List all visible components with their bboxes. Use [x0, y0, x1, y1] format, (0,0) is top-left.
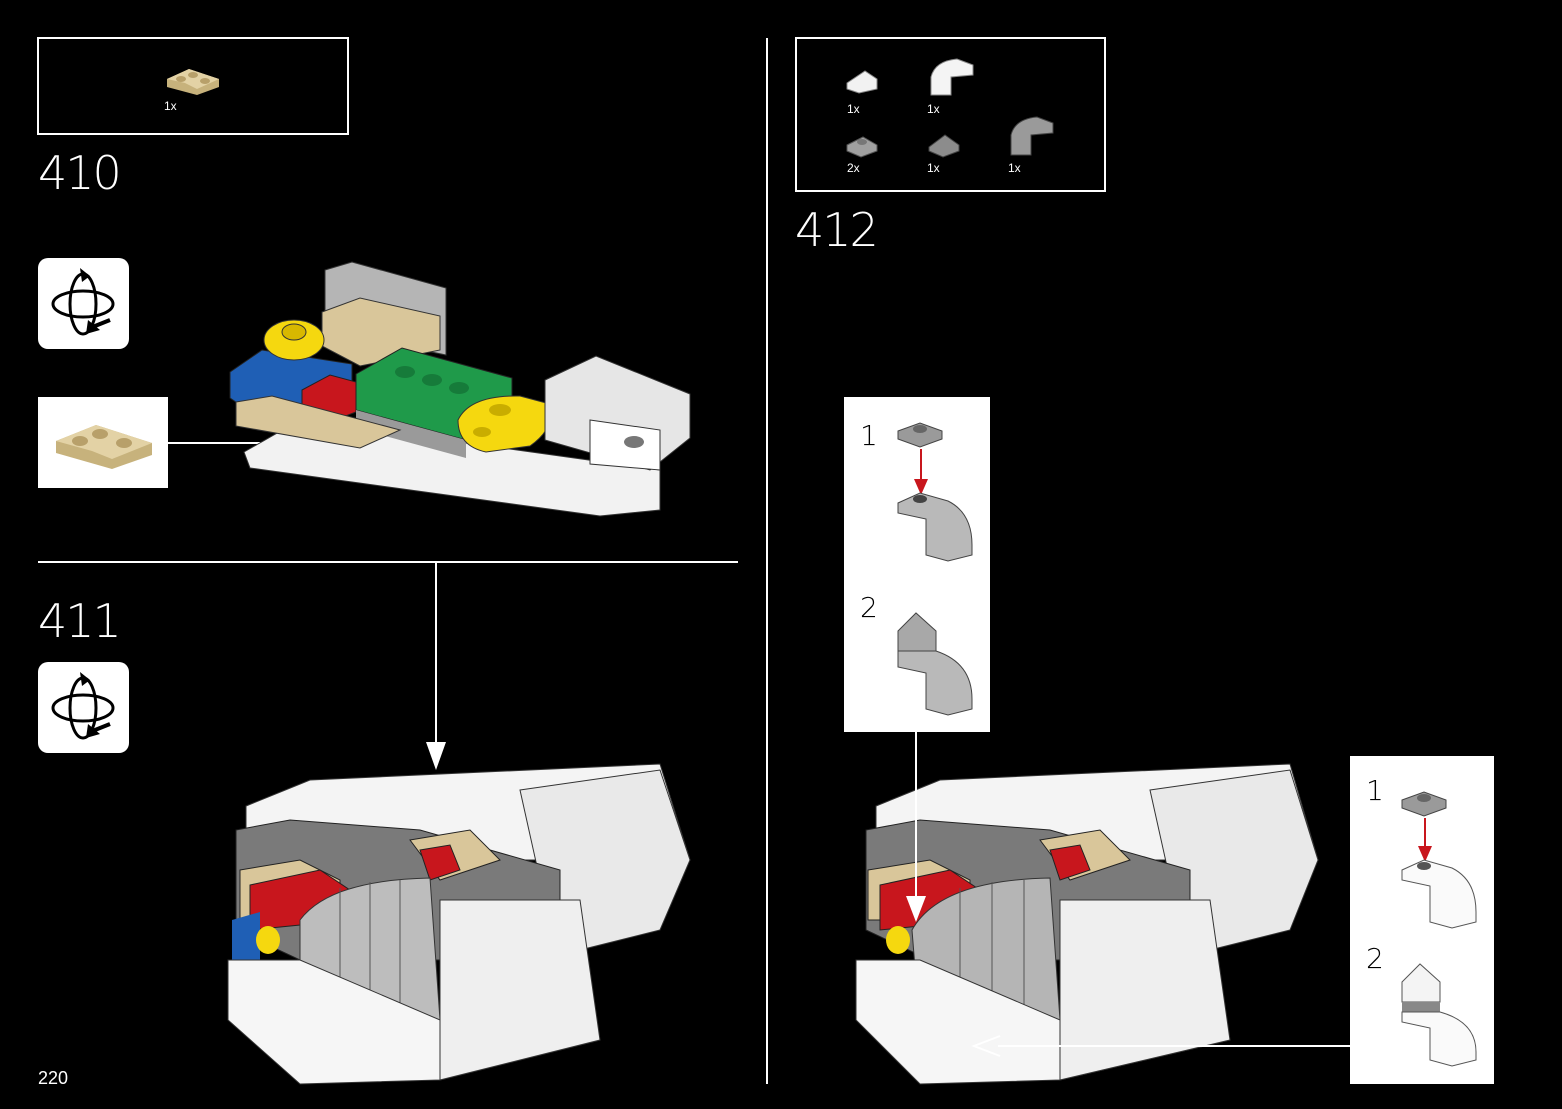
parts-list-412: 1x 1x 2x 1x 1x	[795, 37, 1106, 192]
page-number: 220	[38, 1068, 69, 1088]
page-divider-horizontal	[38, 561, 738, 563]
substep-number: 2	[860, 591, 878, 624]
tan-corner-plate-icon	[56, 425, 152, 469]
part-qty: 1x	[847, 102, 860, 116]
gray-curved-slope-icon	[1010, 116, 1054, 156]
gray-plate-icon	[1401, 791, 1447, 817]
rotate-model-icon	[38, 258, 129, 349]
sub-assembly-callout-left: 1 2	[844, 397, 990, 732]
part-qty: 2x	[847, 161, 860, 175]
step-number-411: 411	[38, 594, 122, 648]
white-curved-slope-icon	[1401, 859, 1477, 929]
gray-curved-slope-icon	[897, 612, 973, 716]
substep-number: 1	[860, 419, 878, 452]
substep-number: 1	[1366, 774, 1384, 807]
step-number-410: 410	[38, 146, 122, 200]
red-arrow-icon	[914, 449, 928, 495]
white-curved-slope-icon	[930, 58, 974, 96]
white-slope-icon	[846, 70, 878, 94]
substep-number: 2	[1366, 942, 1384, 975]
part-qty: 1x	[927, 161, 940, 175]
part-qty: 1x	[164, 99, 177, 113]
part-qty: 1x	[927, 102, 940, 116]
step-number-412: 412	[795, 203, 879, 257]
gray-plate-icon	[897, 422, 943, 448]
tan-corner-plate-icon	[167, 69, 219, 95]
callout-tan-plate	[38, 397, 168, 488]
gray-curved-slope-icon	[897, 492, 973, 562]
rotate-model-icon	[38, 662, 129, 753]
page-divider-vertical	[766, 38, 768, 1084]
white-curved-slope-icon	[1401, 963, 1477, 1067]
gray-plate-icon	[846, 136, 878, 158]
red-arrow-icon	[1418, 818, 1432, 862]
parts-list-410: 1x	[37, 37, 349, 135]
part-qty: 1x	[1008, 161, 1021, 175]
gray-slope-icon	[928, 134, 960, 158]
sub-assembly-callout-right: 1 2	[1350, 756, 1494, 1084]
